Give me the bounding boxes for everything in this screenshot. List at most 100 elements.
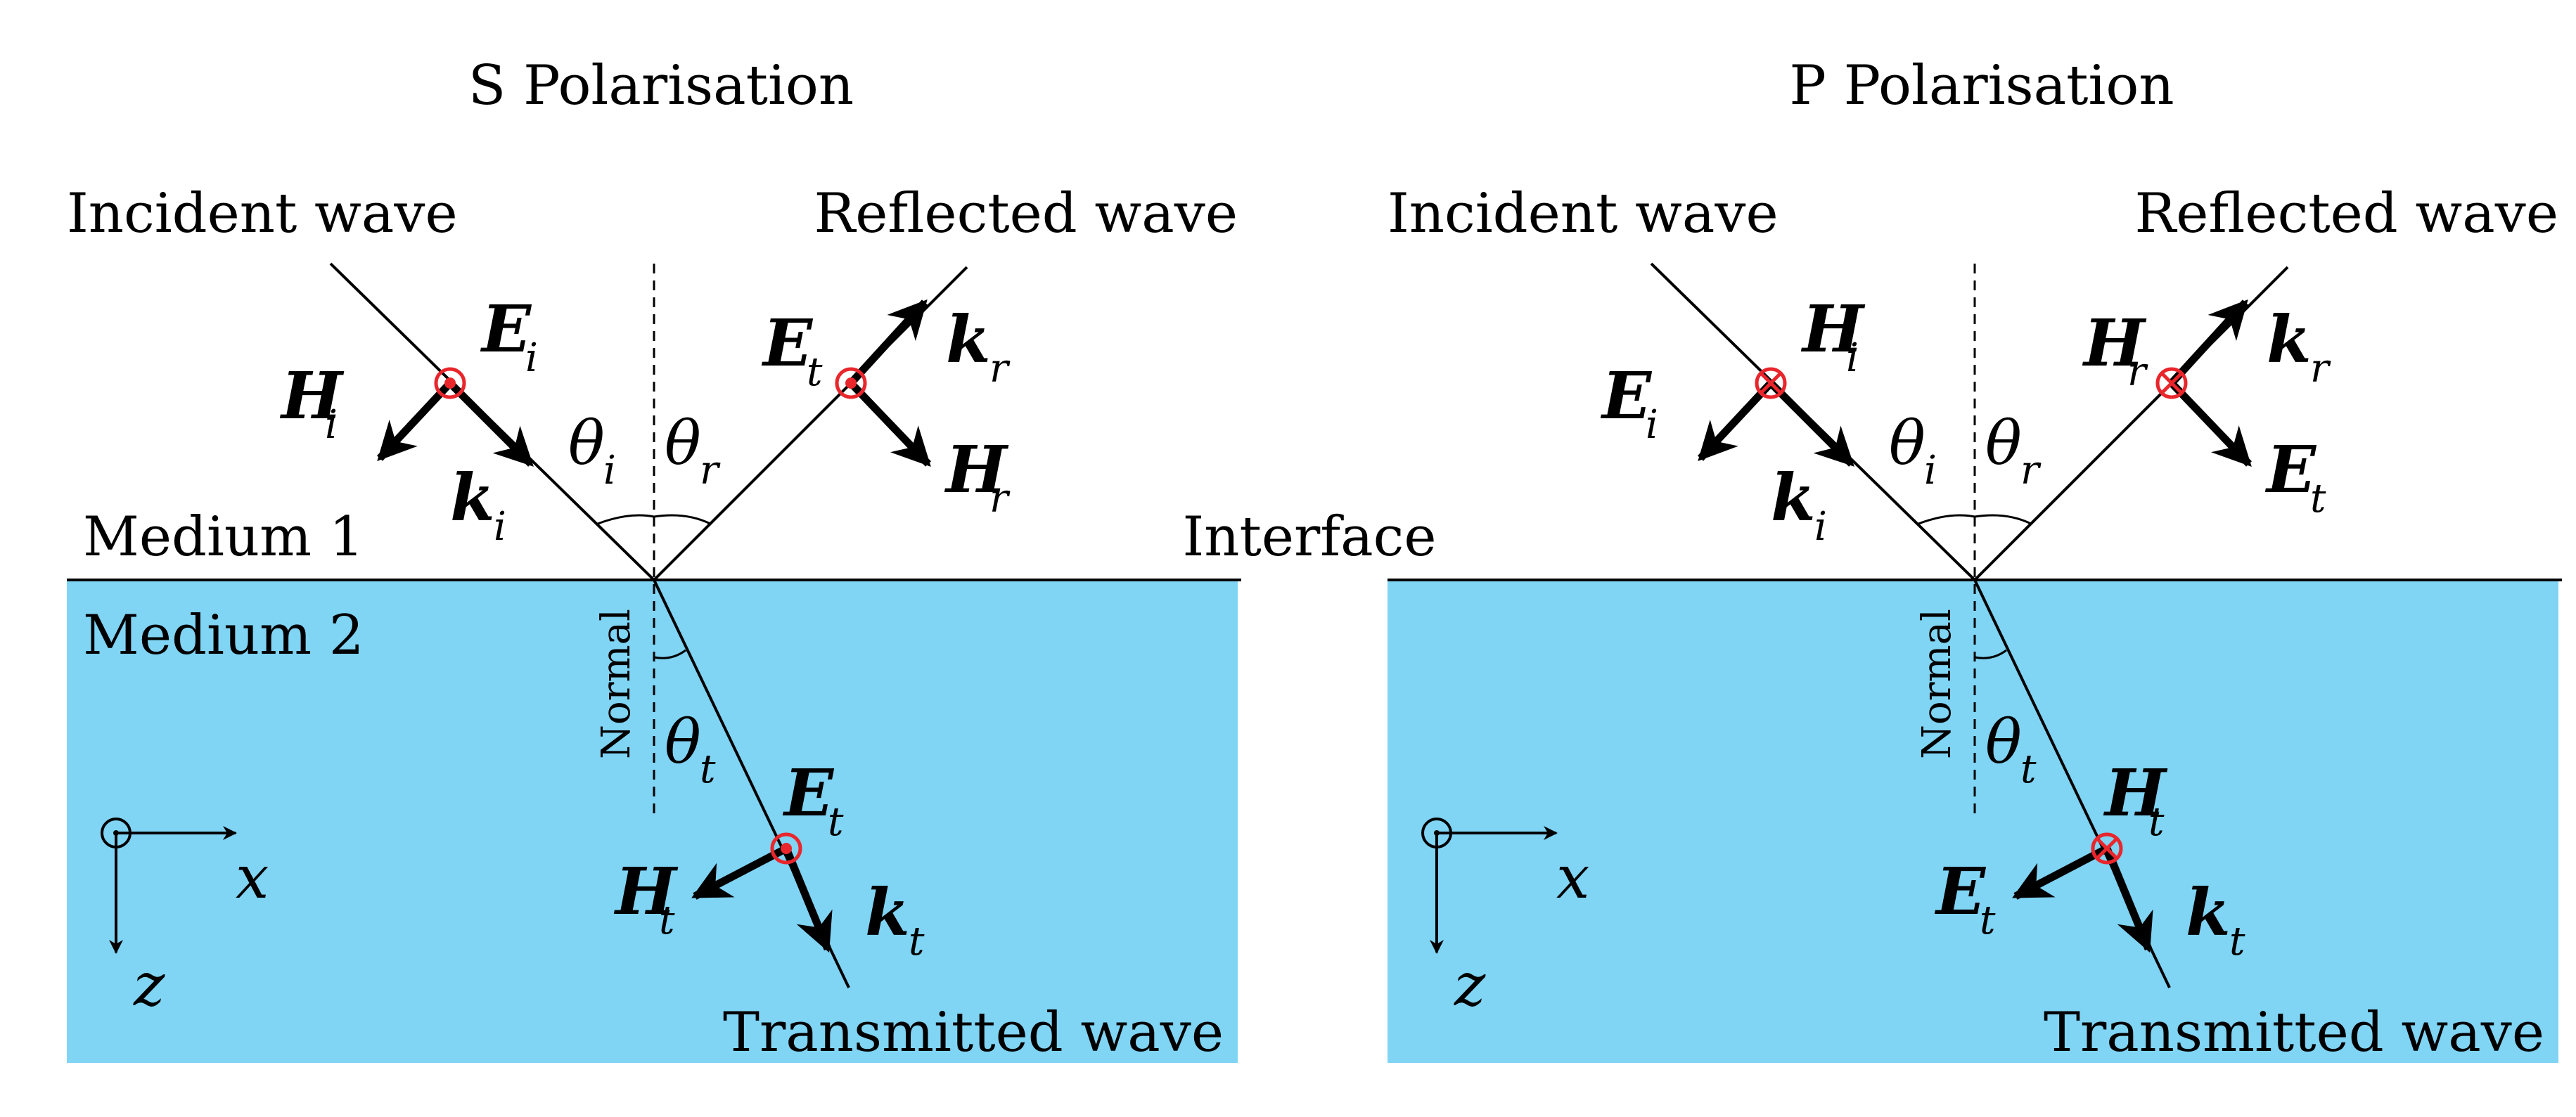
incident-field-arrow-label: Ei	[1600, 358, 1658, 448]
transmitted-angle-label-subscript: t	[700, 747, 716, 792]
incident-angle-label-subscript: i	[603, 448, 616, 493]
axis-z-label: z	[1454, 950, 1486, 1019]
transmitted-angle-label: θt	[665, 707, 716, 792]
transmitted-field-arrow	[2012, 845, 2109, 900]
incident-angle-label-symbol: θ	[568, 408, 605, 479]
incident-k-arrow	[1768, 380, 1854, 467]
reflected-k-label-symbol: k	[946, 302, 991, 377]
incident-k-label-subscript: i	[1814, 504, 1827, 550]
incident-k-label-symbol: k	[1771, 460, 1816, 536]
transmitted-field-arrow-label-subscript: t	[1980, 898, 1996, 943]
incident-field-marker-ring	[434, 367, 466, 399]
reflected-wave-label: Reflected wave	[2135, 182, 2558, 245]
incident-field-dot-label-subscript: i	[525, 335, 538, 381]
transmitted-k-label: kt	[865, 874, 925, 964]
reflected-angle-arc	[653, 514, 711, 525]
interface-label: Interface	[1182, 505, 1436, 569]
reflected-k-arrow	[2168, 299, 2249, 386]
transmitted-field-marker	[2091, 832, 2123, 865]
incident-field-dot-label-symbol: H	[1800, 291, 1866, 367]
reflected-angle-label-symbol: θ	[665, 408, 701, 479]
transmitted-wave-label: Transmitted wave	[723, 1001, 1224, 1064]
transmitted-angle-label-symbol: θ	[665, 707, 701, 777]
reflected-field-dot-label-subscript: t	[807, 349, 823, 395]
incident-field-arrow-label-symbol: E	[1600, 358, 1653, 434]
incident-field-dot-label-symbol: E	[480, 291, 532, 367]
transmitted-field-dot-label-subscript: t	[2148, 799, 2165, 845]
reflected-field-dot-label-symbol: H	[2082, 305, 2147, 381]
reflected-field-arrow	[848, 380, 931, 467]
transmitted-wave-label: Transmitted wave	[2044, 1001, 2544, 1064]
incident-field-arrow-label: Hi	[279, 358, 345, 448]
incident-angle-label-subscript: i	[1924, 448, 1937, 493]
incident-angle-label-symbol: θ	[1889, 408, 1925, 479]
panel-title: P Polarisation	[1789, 54, 2174, 117]
transmitted-field-marker-cross-b	[2096, 838, 2117, 859]
transmitted-angle-label-symbol: θ	[1985, 707, 2022, 777]
reflected-angle-label-subscript: r	[700, 448, 721, 493]
reflected-field-marker	[2155, 367, 2188, 399]
reflected-field-dot-label: Et	[761, 305, 823, 395]
transmitted-field-dot-label-subscript: t	[828, 799, 844, 845]
axis-x-label: x	[236, 843, 269, 912]
reflected-field-dot-label-symbol: E	[761, 305, 814, 381]
incident-k-arrow	[447, 380, 534, 467]
medium2-label: Medium 2	[83, 604, 364, 667]
transmitted-field-marker-dot	[781, 843, 792, 854]
reflected-field-arrow	[2169, 380, 2252, 467]
transmitted-k-label-symbol: k	[2186, 874, 2231, 950]
reflected-field-arrow-label-symbol: H	[944, 432, 1009, 508]
transmitted-angle-label: θt	[1985, 707, 2037, 792]
incident-field-arrow-label-symbol: H	[279, 358, 345, 434]
transmitted-k-label: kt	[2186, 874, 2245, 964]
reflected-field-arrow-label: Et	[2264, 432, 2326, 522]
transmitted-angle-arc	[653, 649, 686, 659]
transmitted-field-dot-label: Et	[782, 755, 844, 845]
transmitted-field-dot-label-symbol: E	[782, 755, 835, 831]
transmitted-angle-arc	[1974, 649, 2007, 659]
incident-k-label: ki	[1771, 460, 1827, 550]
reflected-wave-label: Reflected wave	[814, 182, 1238, 245]
reflected-angle-label: θr	[1985, 408, 2042, 493]
transmitted-field-arrow-label: Et	[1934, 853, 1996, 943]
incident-angle-arc	[1918, 514, 1975, 525]
reflected-field-marker	[835, 367, 867, 399]
transmitted-field-dot-label: Ht	[2103, 755, 2168, 845]
incident-field-dot-label-subscript: i	[1846, 335, 1859, 381]
axis-x-label: x	[1556, 843, 1589, 912]
incident-angle-label: θi	[568, 408, 616, 493]
reflected-field-arrow-label-subscript: r	[989, 476, 1011, 522]
incident-field-marker-dot	[444, 377, 456, 389]
transmitted-field-marker	[770, 832, 802, 865]
reflected-field-dot-label: Hr	[2082, 305, 2148, 395]
incident-k-label-symbol: k	[450, 460, 495, 536]
medium2-region	[1388, 580, 2558, 1063]
reflected-field-marker-ring	[2155, 367, 2188, 399]
incident-field-arrow-label-subscript: i	[1646, 402, 1658, 448]
reflected-k-label-symbol: k	[2267, 302, 2312, 377]
transmitted-k-label-symbol: k	[865, 874, 910, 950]
incident-field-marker-cross-b	[1760, 373, 1781, 394]
transmitted-k-label-subscript: t	[2229, 919, 2245, 964]
reflected-field-dot-label-subscript: r	[2127, 349, 2148, 395]
incident-angle-arc	[597, 514, 655, 525]
reflected-angle-label-symbol: θ	[1985, 408, 2022, 479]
incident-field-dot-label: Hi	[1800, 291, 1866, 381]
transmitted-k-label-subscript: t	[909, 919, 925, 964]
transmitted-field-marker-ring	[770, 832, 802, 865]
incident-field-marker-ring	[1755, 367, 1787, 399]
axis-z-label: z	[133, 950, 165, 1019]
incident-angle-label: θi	[1889, 408, 1937, 493]
reflected-k-label: kr	[946, 302, 1011, 392]
incident-field-arrow-label-subscript: i	[325, 402, 338, 448]
incident-k-label: ki	[450, 460, 506, 550]
normal-label: Normal	[1914, 609, 1960, 759]
reflected-field-arrow-label: Hr	[944, 432, 1011, 522]
incident-field-arrow	[376, 380, 454, 462]
reflected-k-label: kr	[2267, 302, 2331, 392]
transmitted-field-marker-ring	[2091, 832, 2123, 865]
reflected-field-marker-dot	[845, 377, 857, 389]
transmitted-field-arrow	[691, 845, 788, 900]
